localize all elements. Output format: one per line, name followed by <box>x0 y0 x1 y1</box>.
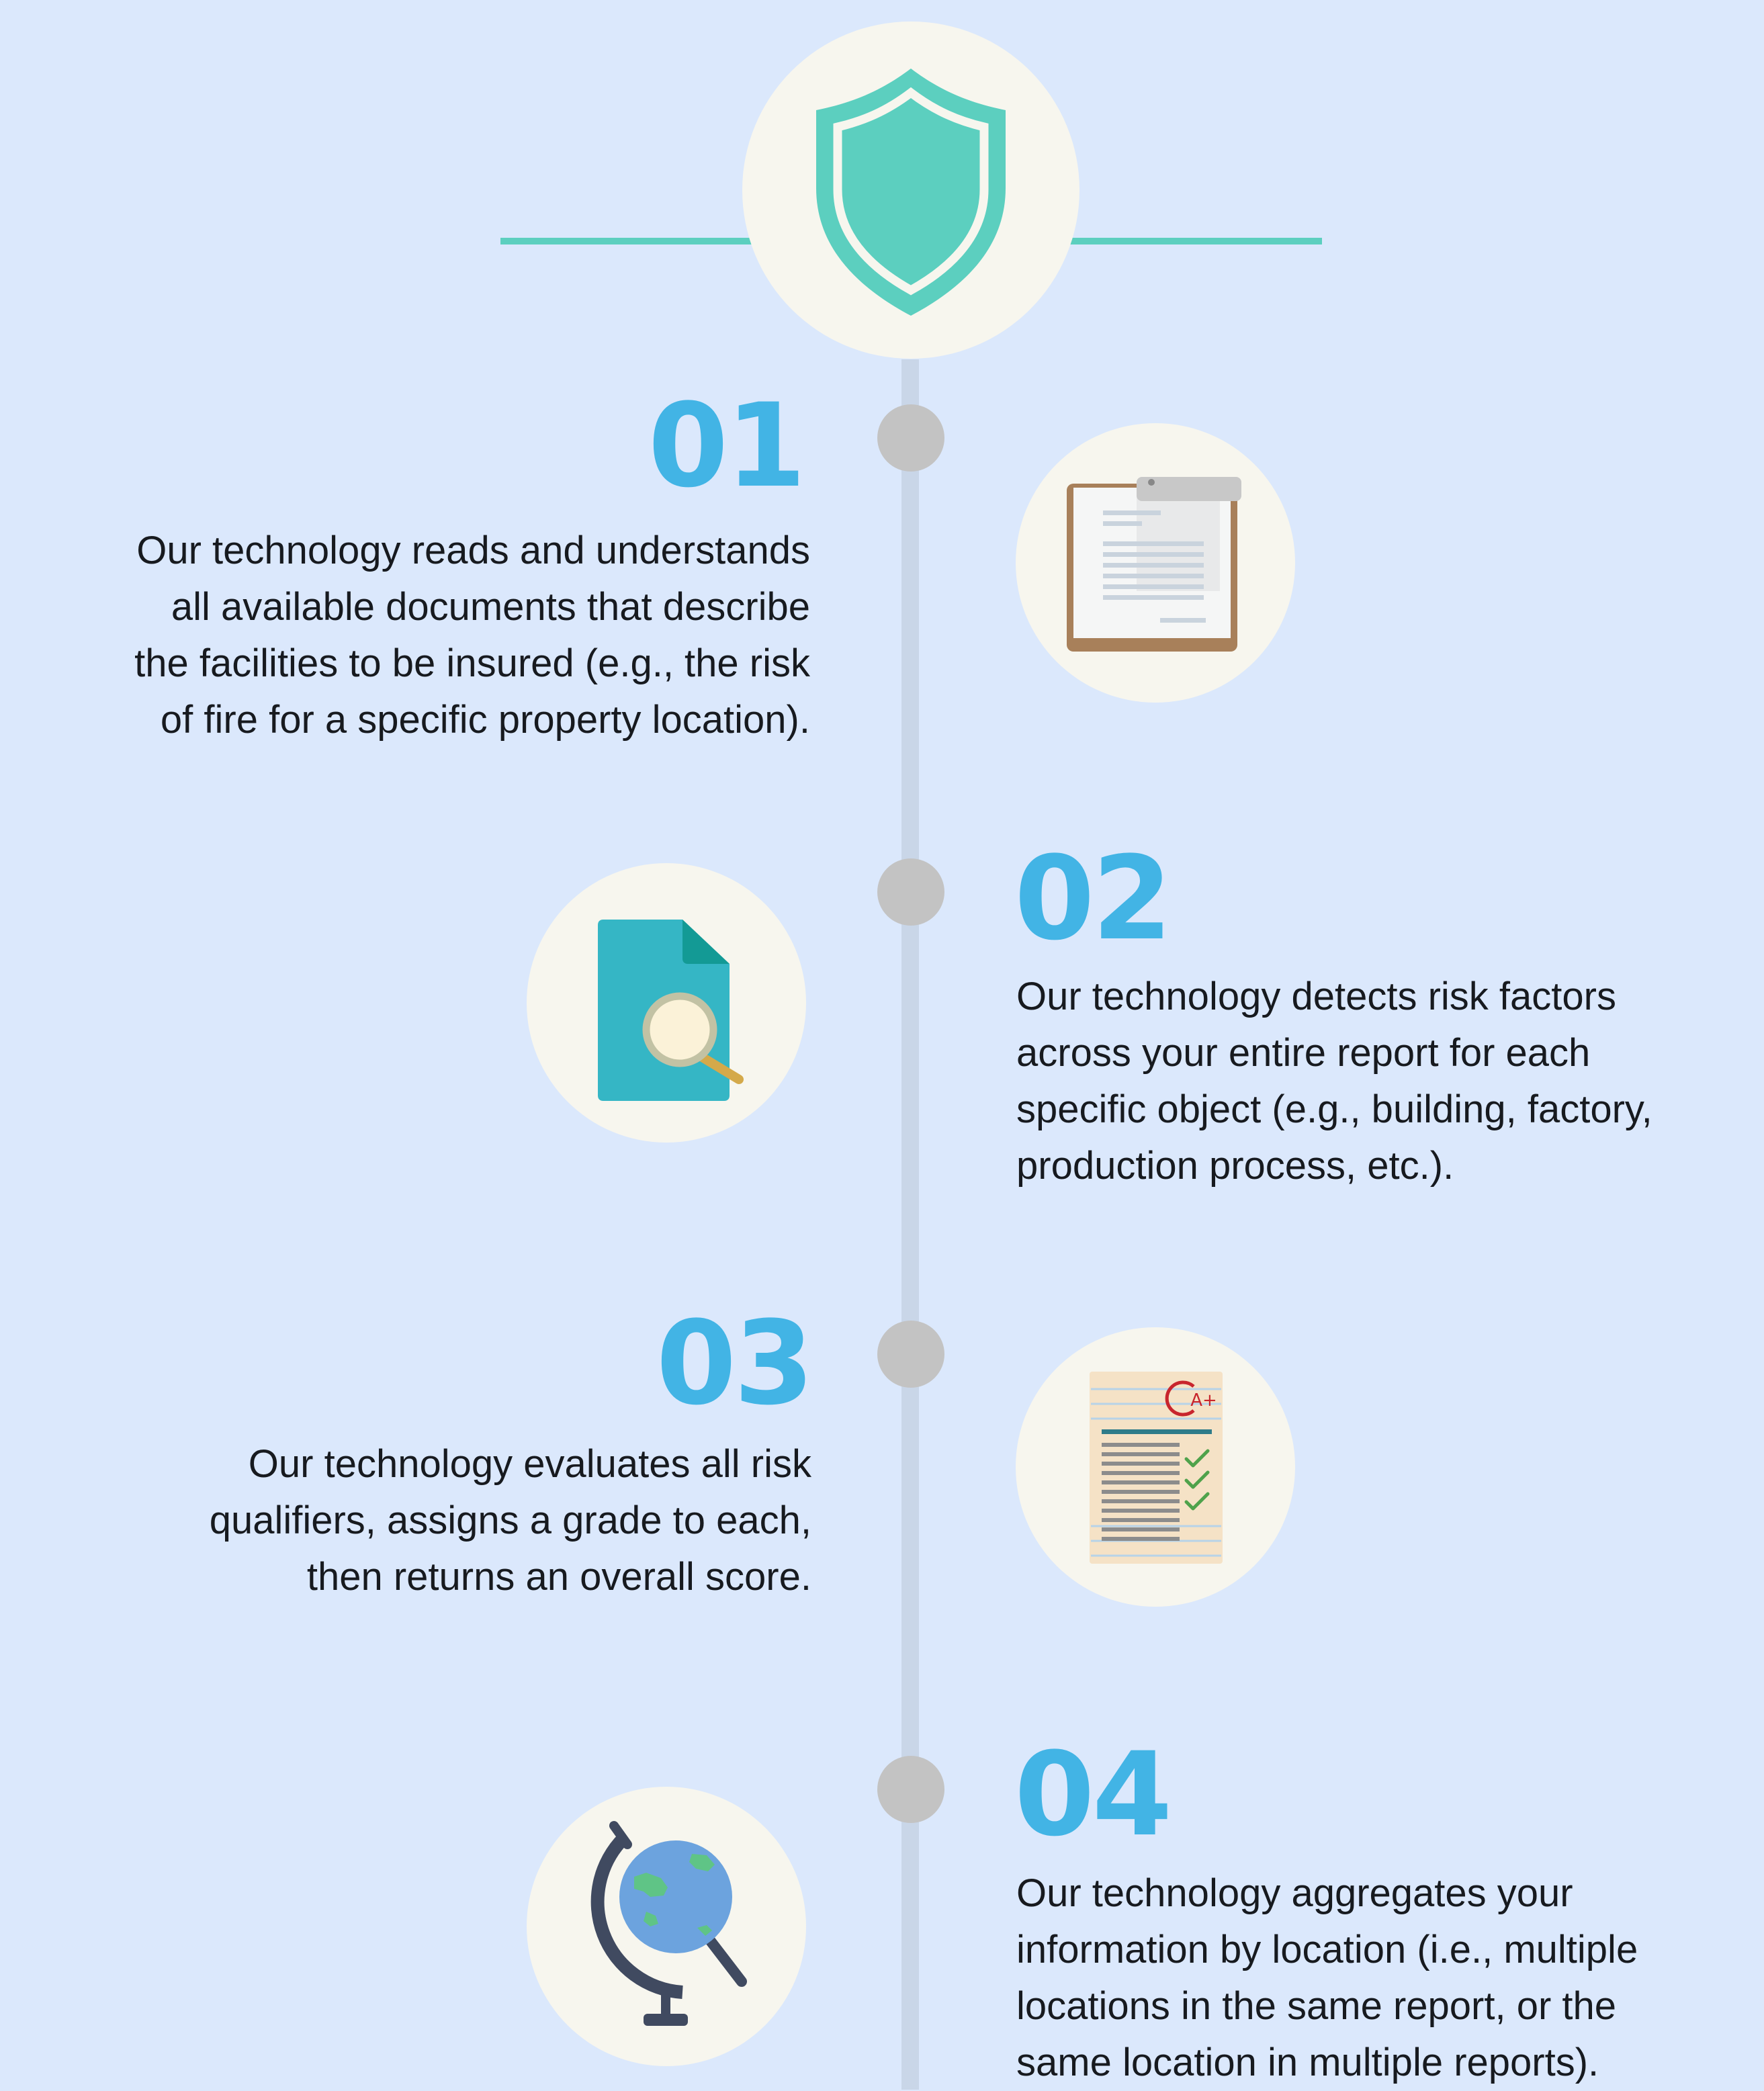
text-line: information by location (i.e., multiple <box>1016 1928 1638 1971</box>
step-icon-circle <box>527 863 806 1143</box>
text-line: production process, etc.). <box>1016 1144 1454 1188</box>
shield-icon <box>816 69 1006 316</box>
timeline-dot-2 <box>877 858 944 926</box>
step-description: Our technology evaluates all risk qualif… <box>0 1436 811 1605</box>
text-line: qualifiers, assigns a grade to each, <box>209 1499 811 1542</box>
step-description: Our technology reads and understands all… <box>0 523 810 748</box>
step-description: Our technology detects risk factors acro… <box>1016 969 1762 1194</box>
step-description: Our technology aggregates your informati… <box>1016 1865 1762 2091</box>
text-line: Our technology aggregates your <box>1016 1871 1573 1915</box>
step-icon-circle <box>527 1787 806 2066</box>
text-line: across your entire report for each <box>1016 1031 1591 1075</box>
step-icon-circle: A+ <box>1016 1327 1295 1607</box>
text-line: of fire for a specific property location… <box>160 698 810 742</box>
grade-mark: A+ <box>1190 1390 1217 1411</box>
globe-icon <box>590 1821 747 2026</box>
step-number: 01 <box>648 378 806 513</box>
text-line: locations in the same report, or the <box>1016 1984 1617 2028</box>
step-number: 04 <box>1014 1727 1172 1862</box>
text-line: Our technology detects risk factors <box>1016 975 1616 1018</box>
timeline-line <box>901 359 919 2090</box>
timeline-dot-1 <box>877 404 944 472</box>
clipboard-icon <box>1067 477 1241 652</box>
header-line-right <box>1061 238 1322 244</box>
step-number: 02 <box>1014 831 1172 966</box>
timeline-dot-4 <box>877 1756 944 1823</box>
text-line: the facilities to be insured (e.g., the … <box>134 641 810 685</box>
step-icon-circle <box>1016 423 1295 703</box>
text-line: then returns an overall score. <box>306 1555 811 1599</box>
document-search-icon <box>598 920 744 1101</box>
text-line: Our technology evaluates all risk <box>248 1442 811 1486</box>
graded-test-icon: A+ <box>1090 1372 1223 1564</box>
step-number: 03 <box>656 1296 814 1431</box>
text-line: same location in multiple reports). <box>1016 2041 1599 2084</box>
header-line-left <box>500 238 756 244</box>
text-line: all available documents that describe <box>171 585 810 629</box>
timeline-dot-3 <box>877 1321 944 1388</box>
text-line: Our technology reads and understands <box>136 529 810 572</box>
shield-circle <box>742 21 1079 359</box>
text-line: specific object (e.g., building, factory… <box>1016 1087 1652 1131</box>
